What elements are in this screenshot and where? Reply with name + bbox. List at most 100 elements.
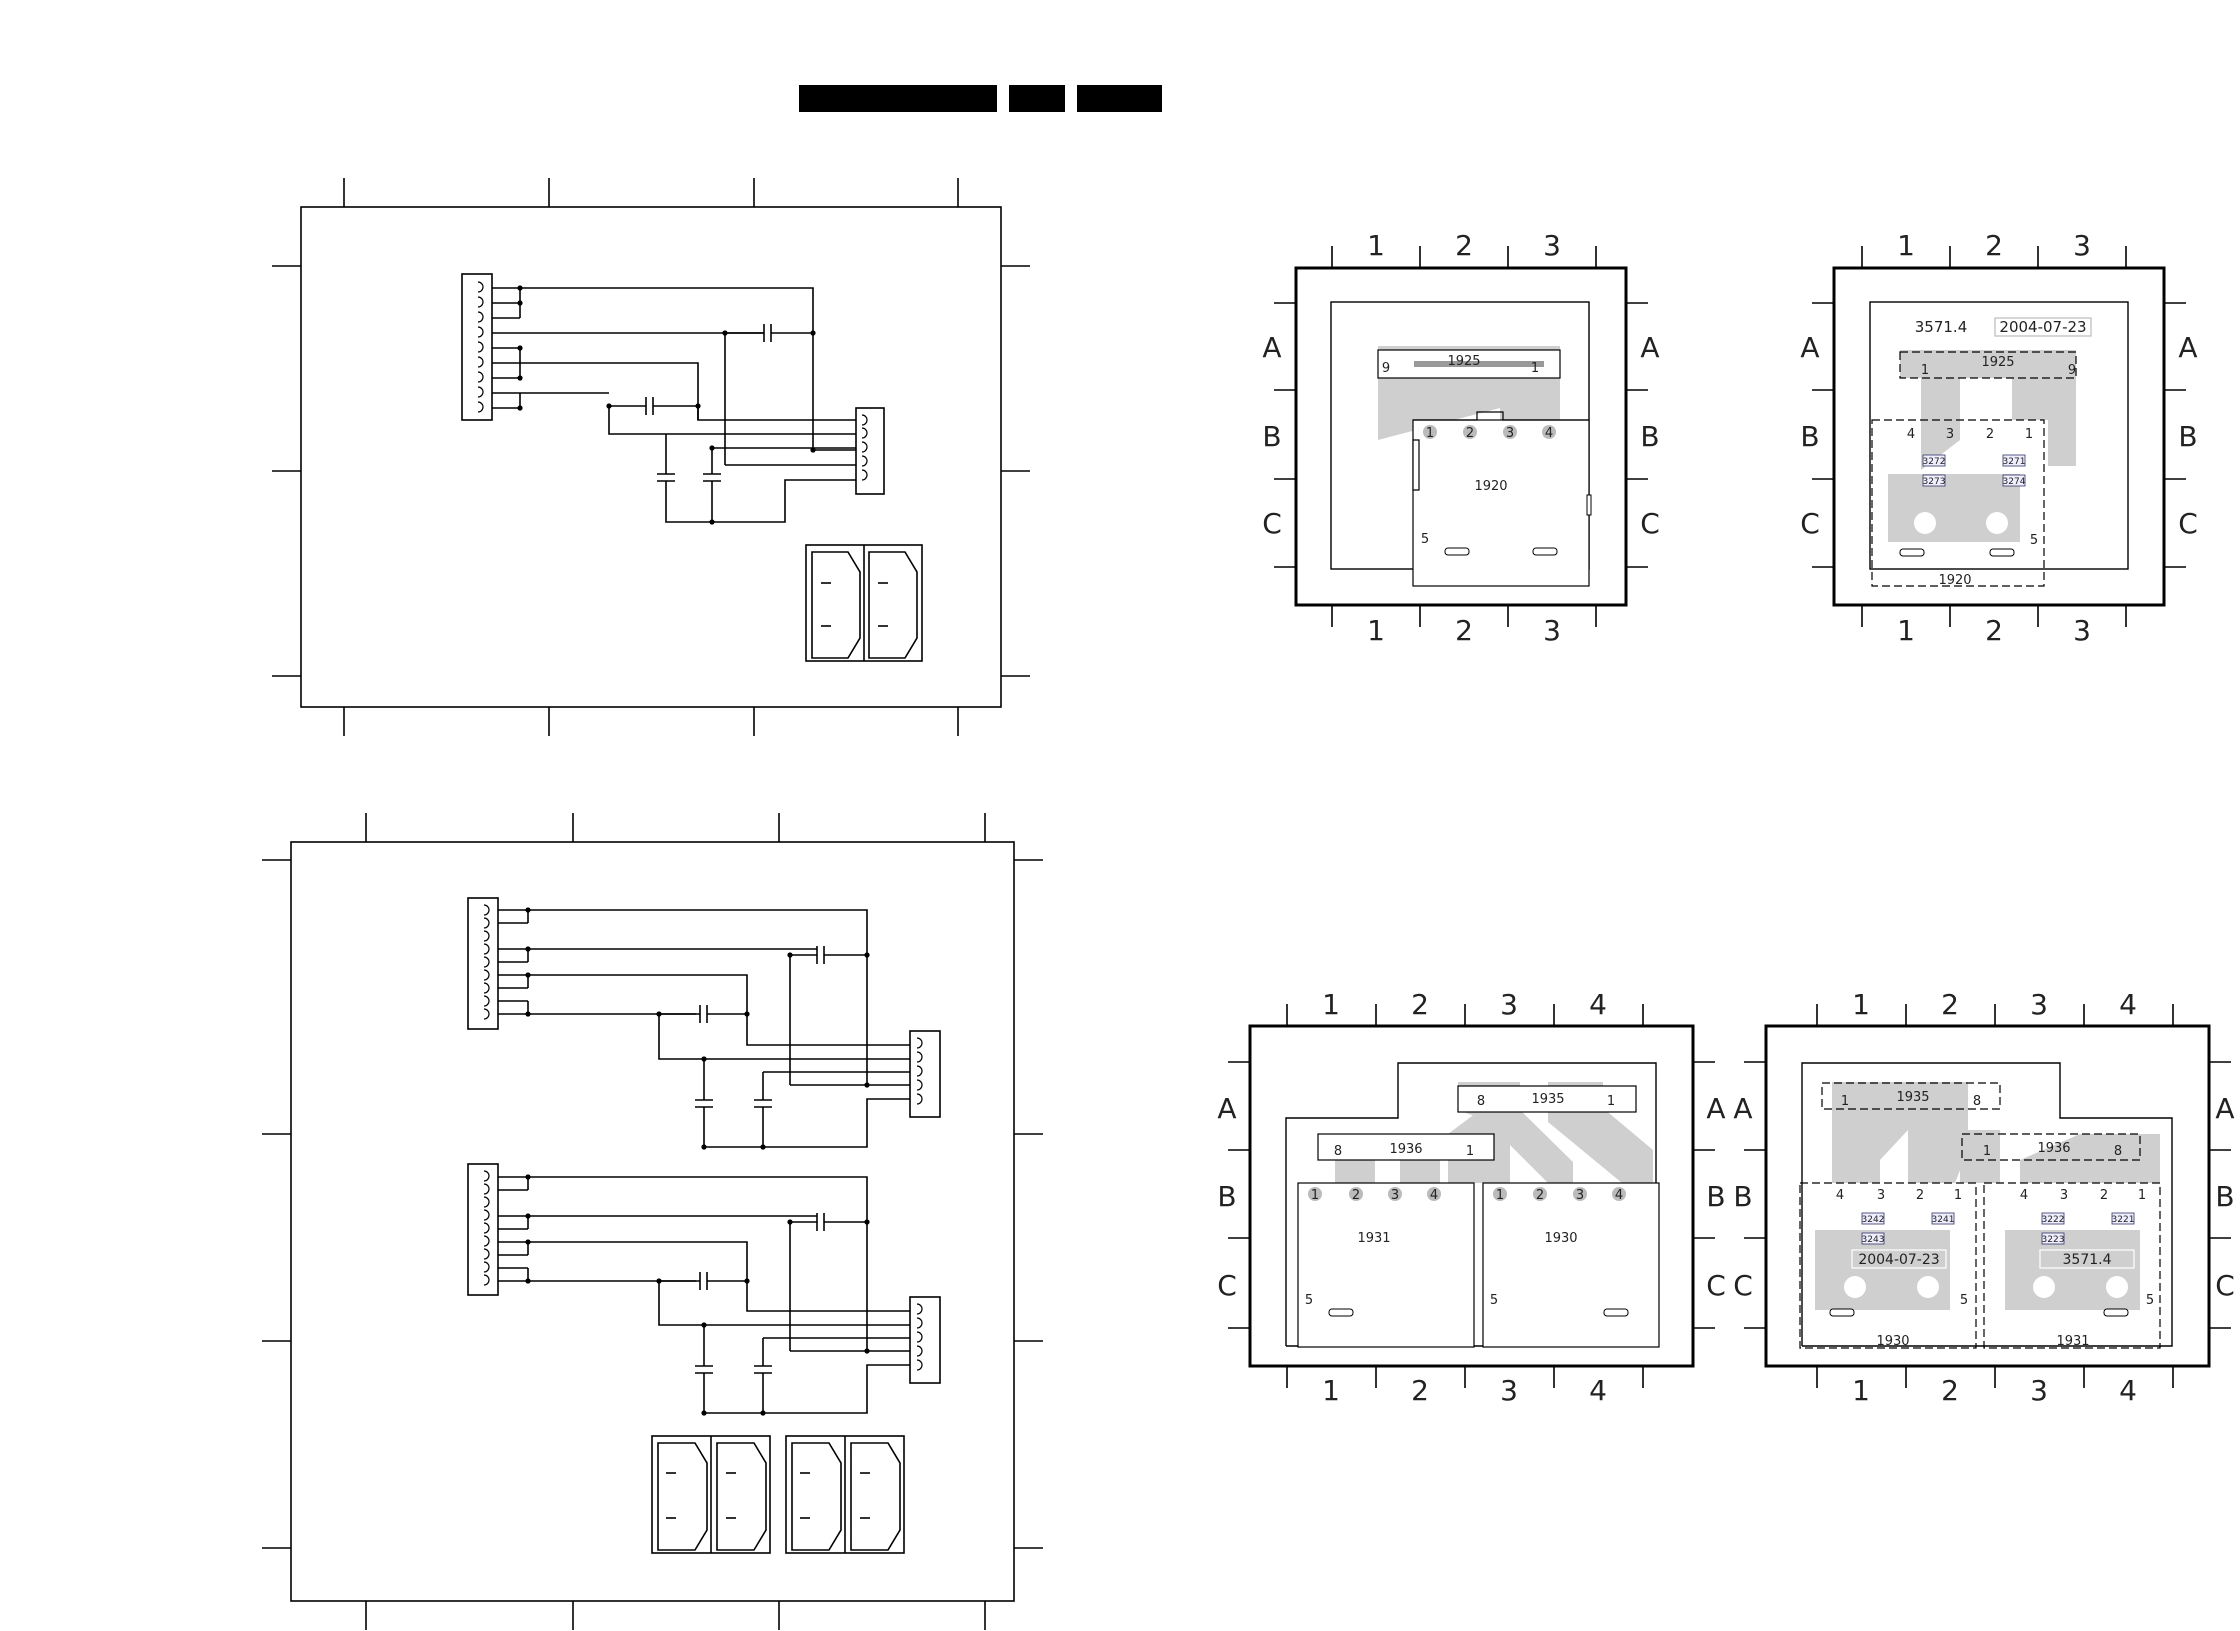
pcb2t-col-1: 1 bbox=[1322, 988, 1340, 1021]
pcb1b-pin-2: 2 bbox=[1986, 427, 1994, 442]
pcb2t-row-b-right: B bbox=[1706, 1180, 1725, 1213]
pcb1b-pin-1: 1 bbox=[2025, 427, 2033, 442]
pcb2b-conn-a-pin-left: 1 bbox=[1841, 1094, 1849, 1109]
pcb2t-left-pin-3: 3 bbox=[1391, 1188, 1399, 1203]
pcb1b-col-1-bottom: 1 bbox=[1897, 614, 1915, 647]
pcb1b-row-b: B bbox=[1800, 420, 1819, 453]
pcb2b-code: 3571.4 bbox=[2063, 1252, 2112, 1268]
pcb2t-conn-a-pin-left: 8 bbox=[1477, 1094, 1485, 1109]
pcb2b-col-1-bottom: 1 bbox=[1852, 1374, 1870, 1407]
pcb1b-col-3-bottom: 3 bbox=[2073, 614, 2091, 647]
pcb2t-right-pin-4: 4 bbox=[1615, 1188, 1623, 1203]
pcb2b-conn-a-pin-right: 8 bbox=[1973, 1094, 1981, 1109]
pcb1t-row-a: A bbox=[1262, 331, 1281, 364]
pcb2t-row-a-right: A bbox=[1706, 1092, 1725, 1125]
pcb2b-date: 2004-07-23 bbox=[1858, 1252, 1939, 1268]
pcb1b-col-3: 3 bbox=[2073, 229, 2091, 262]
pcb2b-right-smd-3: 3223 bbox=[2042, 1235, 2065, 1245]
pcb1t-pin-1: 1 bbox=[1426, 426, 1434, 441]
pcb2b-row-c-right: C bbox=[2215, 1269, 2235, 1302]
pcb2b-right-pin-4: 4 bbox=[2020, 1188, 2028, 1203]
pcb2t-conn-b-ref: 1936 bbox=[1389, 1142, 1422, 1157]
pcb2t-col-4-bottom: 4 bbox=[1589, 1374, 1607, 1407]
pcb1t-col-2: 2 bbox=[1455, 229, 1473, 262]
pcb1b-smd-4: 3274 bbox=[2003, 477, 2026, 487]
schematic-2 bbox=[262, 813, 1043, 1630]
pcb2b-col-4-bottom: 4 bbox=[2119, 1374, 2137, 1407]
pcb2b-left-smd-2: 3241 bbox=[1932, 1215, 1955, 1225]
pcb1b-conn-pin-left: 1 bbox=[1921, 363, 1929, 378]
pcb2t-left-pin-4: 4 bbox=[1430, 1188, 1438, 1203]
pcb2b-conn-b-ref: 1936 bbox=[2037, 1141, 2070, 1156]
pcb1b-date: 2004-07-23 bbox=[1999, 318, 2086, 336]
pcb1t-col-1-bottom: 1 bbox=[1367, 614, 1385, 647]
pcb1b-smd-1: 3272 bbox=[1923, 457, 1946, 467]
pcb2b-conn-b-pin-right: 8 bbox=[2114, 1144, 2122, 1159]
schematic-1 bbox=[272, 178, 1030, 736]
pcb2t-col-1-bottom: 1 bbox=[1322, 1374, 1340, 1407]
pcb2b-left-pin-4: 4 bbox=[1836, 1188, 1844, 1203]
pcb1t-pin-3: 3 bbox=[1506, 426, 1514, 441]
pcb1b-main-ref: 1920 bbox=[1938, 573, 1971, 588]
pcb1t-row-c-right: C bbox=[1640, 507, 1660, 540]
pcb1b-code: 3571.4 bbox=[1915, 318, 1968, 336]
pcb1b-pin-4: 4 bbox=[1907, 427, 1915, 442]
pcb2b-right-pin5: 5 bbox=[2146, 1293, 2154, 1308]
pcb2b-row-b: B bbox=[1733, 1180, 1752, 1213]
pcb1t-pin-4: 4 bbox=[1545, 426, 1553, 441]
pcb-2-bottom: 1 2 3 4 1 2 3 4 A B C A B C 1935 1 8 193… bbox=[1733, 988, 2235, 1407]
pcb1t-col-3-bottom: 3 bbox=[1543, 614, 1561, 647]
pcb2t-conn-a-ref: 1935 bbox=[1531, 1092, 1564, 1107]
pcb-1-bottom: 1 2 3 1 2 3 A B C A B C 3571.4 2004-07-2… bbox=[1800, 229, 2198, 647]
pcb1b-row-b-right: B bbox=[2178, 420, 2197, 453]
pcb2b-right-pin-1: 1 bbox=[2138, 1188, 2146, 1203]
pcb1b-row-c: C bbox=[1800, 507, 1820, 540]
header-bars bbox=[799, 85, 1162, 112]
pcb2b-left-smd-1: 3242 bbox=[1862, 1215, 1885, 1225]
pcb2t-left-pin5: 5 bbox=[1305, 1293, 1313, 1308]
pcb1b-col-2: 2 bbox=[1985, 229, 2003, 262]
pcb1t-conn-pin-right: 1 bbox=[1531, 361, 1539, 376]
pcb2t-conn-b-pin-left: 8 bbox=[1334, 1144, 1342, 1159]
pcb2b-conn-a-ref: 1935 bbox=[1896, 1090, 1929, 1105]
pcb2b-left-ref: 1930 bbox=[1876, 1334, 1909, 1349]
pcb1t-col-1: 1 bbox=[1367, 229, 1385, 262]
pcb2t-row-c-right: C bbox=[1706, 1269, 1726, 1302]
pcb1t-col-3: 3 bbox=[1543, 229, 1561, 262]
pcb2t-col-2-bottom: 2 bbox=[1411, 1374, 1429, 1407]
pcb1b-row-a-right: A bbox=[2178, 331, 2197, 364]
pcb2b-col-4: 4 bbox=[2119, 988, 2137, 1021]
pcb2b-left-pin-2: 2 bbox=[1916, 1188, 1924, 1203]
pcb2t-conn-a-pin-right: 1 bbox=[1607, 1094, 1615, 1109]
pcb2b-right-ref: 1931 bbox=[2056, 1334, 2089, 1349]
pcb2b-right-smd-1: 3222 bbox=[2042, 1215, 2065, 1225]
pcb2b-row-c: C bbox=[1733, 1269, 1753, 1302]
pcb2t-left-pin-1: 1 bbox=[1311, 1188, 1319, 1203]
pcb2t-right-pin-3: 3 bbox=[1576, 1188, 1584, 1203]
pcb2b-left-pin-1: 1 bbox=[1954, 1188, 1962, 1203]
pcb1b-col-2-bottom: 2 bbox=[1985, 614, 2003, 647]
pcb1t-row-c: C bbox=[1262, 507, 1282, 540]
pcb2b-col-1: 1 bbox=[1852, 988, 1870, 1021]
pcb2b-row-a-right: A bbox=[2215, 1092, 2234, 1125]
pcb2t-row-c: C bbox=[1217, 1269, 1237, 1302]
pcb1b-col-1: 1 bbox=[1897, 229, 1915, 262]
pcb2b-row-b-right: B bbox=[2215, 1180, 2234, 1213]
pcb2t-right-ref: 1930 bbox=[1544, 1231, 1577, 1246]
pcb1b-conn-pin-right: 9 bbox=[2068, 363, 2076, 378]
pcb2b-right-pin-2: 2 bbox=[2100, 1188, 2108, 1203]
pcb2b-right-pin-3: 3 bbox=[2060, 1188, 2068, 1203]
pcb2b-col-2: 2 bbox=[1941, 988, 1959, 1021]
pcb2t-left-pin-2: 2 bbox=[1352, 1188, 1360, 1203]
pcb2b-left-pin5: 5 bbox=[1960, 1293, 1968, 1308]
pcb2t-right-pin-2: 2 bbox=[1536, 1188, 1544, 1203]
pcb2b-col-2-bottom: 2 bbox=[1941, 1374, 1959, 1407]
pcb2t-row-a: A bbox=[1217, 1092, 1236, 1125]
pcb2b-row-a: A bbox=[1733, 1092, 1752, 1125]
pcb2b-conn-b-pin-left: 1 bbox=[1983, 1144, 1991, 1159]
pcb1t-row-b: B bbox=[1262, 420, 1281, 453]
pcb2b-col-3: 3 bbox=[2030, 988, 2048, 1021]
pcb-2-top: 1 2 3 4 1 2 3 4 A B C A B C 1935 8 1 193… bbox=[1217, 988, 1726, 1407]
pcb-1-top: 1 2 3 1 2 3 A B C A B C 1925 9 1 1 2 3 4… bbox=[1262, 229, 1660, 647]
pcb2b-col-3-bottom: 3 bbox=[2030, 1374, 2048, 1407]
